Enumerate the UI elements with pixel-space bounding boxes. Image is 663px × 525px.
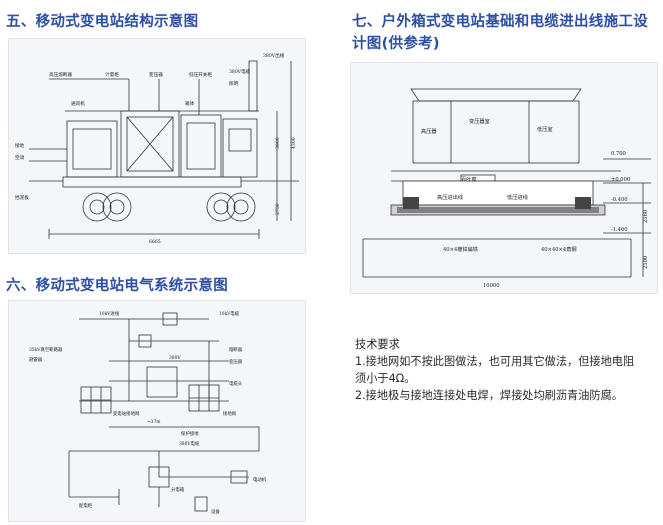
label-lvcab: 低压开关柜	[189, 71, 212, 78]
dim-right-1: 2560	[643, 210, 649, 223]
label-box: 箱体	[185, 100, 195, 107]
label-meter: 计量柜	[105, 71, 119, 78]
dim-h3: 2750	[275, 203, 281, 215]
label-a12: 保护接地	[181, 430, 199, 437]
room-lv: 低压室	[537, 125, 553, 133]
label-a9: 变电站接地网	[113, 410, 140, 417]
dim-bottom: 10000	[483, 283, 500, 289]
tech-item2: 2.接地极与接地连接处电焊，焊接处均刷沥青油防腐。	[355, 389, 623, 402]
level-2: ±0.000	[611, 177, 630, 183]
label-trans: 高压熔断器	[49, 71, 72, 78]
label-a3: 35kV真空断路器	[29, 346, 63, 353]
label-lv-cable: 低压进线	[507, 193, 528, 201]
label-out2: 380V电缆	[229, 68, 251, 75]
dim-h2: 4300	[291, 137, 297, 149]
structure-diagram-panel: 高压熔断器 计量柜 变压器 低压开关柜 380V出线 380V电缆 照明 接地 …	[8, 38, 306, 254]
label-vent: 通风机	[71, 100, 85, 107]
level-3: -0.400	[611, 197, 628, 203]
label-ac: 空调	[15, 154, 25, 161]
label-tr: 变压器	[149, 71, 163, 78]
label-a2: 10kV电缆	[219, 310, 240, 317]
label-mud: 挡泥板	[15, 194, 29, 201]
label-a11: ~37m	[147, 420, 161, 425]
label-angle-steel: 40×40×4角钢	[541, 245, 577, 253]
section-7-heading-line2: 计图(供参考)	[352, 36, 440, 52]
structure-diagram: 高压熔断器 计量柜 变压器 低压开关柜 380V出线 380V电缆 照明 接地 …	[15, 52, 299, 245]
label-hv-cable: 高压进出线	[437, 193, 463, 201]
label-window: 百叶窗	[461, 175, 477, 183]
dim-w: 6665	[149, 239, 161, 245]
electrical-diagram: 10kV进线 10kV电缆 35kV真空断路器 避雷器 熔断器 变压器 电缆头 …	[29, 310, 267, 515]
label-a7: 电缆头	[229, 380, 243, 387]
label-grd: 接地	[15, 142, 25, 149]
label-a1: 10kV进线	[99, 310, 120, 317]
label-a10: 接地网	[223, 410, 237, 417]
foundation-diagram: 高压器 变压器室 低压室 百叶窗 高压进出线 低压进线 0.700 ±0.000…	[362, 88, 651, 289]
label-a4: 避雷器	[29, 356, 43, 363]
tech-item1-line2: 须小于4Ω。	[355, 372, 416, 385]
label-a17: 设备	[211, 508, 220, 515]
label-a8: 380V	[169, 356, 181, 361]
foundation-diagram-panel: 高压器 变压器室 低压室 百叶窗 高压进出线 低压进线 0.700 ±0.000…	[350, 62, 658, 294]
label-lamp: 照明	[229, 81, 239, 87]
tech-item1-line1: 1.接地网如不按此图做法，也可用其它做法，但接地电阻	[355, 355, 635, 368]
label-a13: 380V电缆	[179, 440, 200, 447]
label-ground-steel: 40×4镀锌扁铁	[443, 245, 478, 253]
electrical-diagram-panel: 10kV进线 10kV电缆 35kV真空断路器 避雷器 熔断器 变压器 电缆头 …	[8, 300, 306, 522]
room-tr: 变压器室	[469, 117, 490, 125]
label-a14: 分电箱	[171, 486, 185, 493]
label-a5: 熔断器	[229, 346, 243, 353]
tech-title: 技术要求	[355, 338, 400, 351]
room-hv: 高压器	[421, 127, 437, 135]
section-7-heading-line1: 七、户外箱式变电站基础和电缆进出线施工设	[352, 14, 648, 30]
label-a16: 配电柜	[79, 502, 93, 509]
dim-h1: 3900	[275, 137, 281, 149]
level-4: -1.460	[611, 227, 628, 233]
section-6-heading: 六、移动式变电站电气系统示意图	[6, 278, 228, 294]
label-a15: 电动机	[253, 476, 267, 483]
dim-right-2: 2500	[643, 256, 649, 269]
label-a6: 变压器	[229, 358, 243, 365]
label-out1: 380V出线	[263, 52, 285, 59]
level-1: 0.700	[611, 151, 626, 157]
section-5-heading: 五、移动式变电站结构示意图	[6, 14, 199, 30]
